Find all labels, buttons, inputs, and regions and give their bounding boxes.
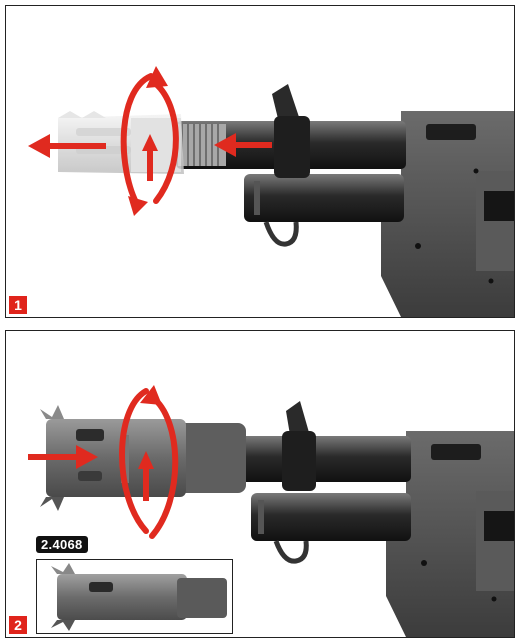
- barrel: [226, 436, 411, 482]
- arrow-right-icon: [28, 445, 98, 469]
- receiver-body: [386, 431, 514, 637]
- step-2-illustration: [28, 385, 514, 637]
- step-number-badge: 2: [9, 616, 27, 634]
- magazine-tube: [244, 174, 404, 247]
- part-number-label: 2.4068: [36, 536, 88, 553]
- arrow-left-icon: [214, 133, 272, 157]
- rotate-arrow-icon: [120, 73, 179, 209]
- magazine-tube: [251, 493, 411, 564]
- step-number-badge: 1: [9, 296, 27, 314]
- step-2-panel: 2.4068 2: [5, 330, 515, 638]
- step-1-illustration: [28, 66, 514, 317]
- receiver-body: [381, 111, 514, 317]
- arrow-left-icon: [28, 134, 106, 158]
- barrel-thread: [178, 124, 226, 166]
- muzzle-brake-detail-image: [51, 563, 227, 631]
- muzzle-brake: [40, 405, 246, 511]
- part-detail-inset: [36, 559, 233, 634]
- rotate-arrow-icon: [119, 388, 179, 539]
- step-1-panel: 1: [5, 5, 515, 318]
